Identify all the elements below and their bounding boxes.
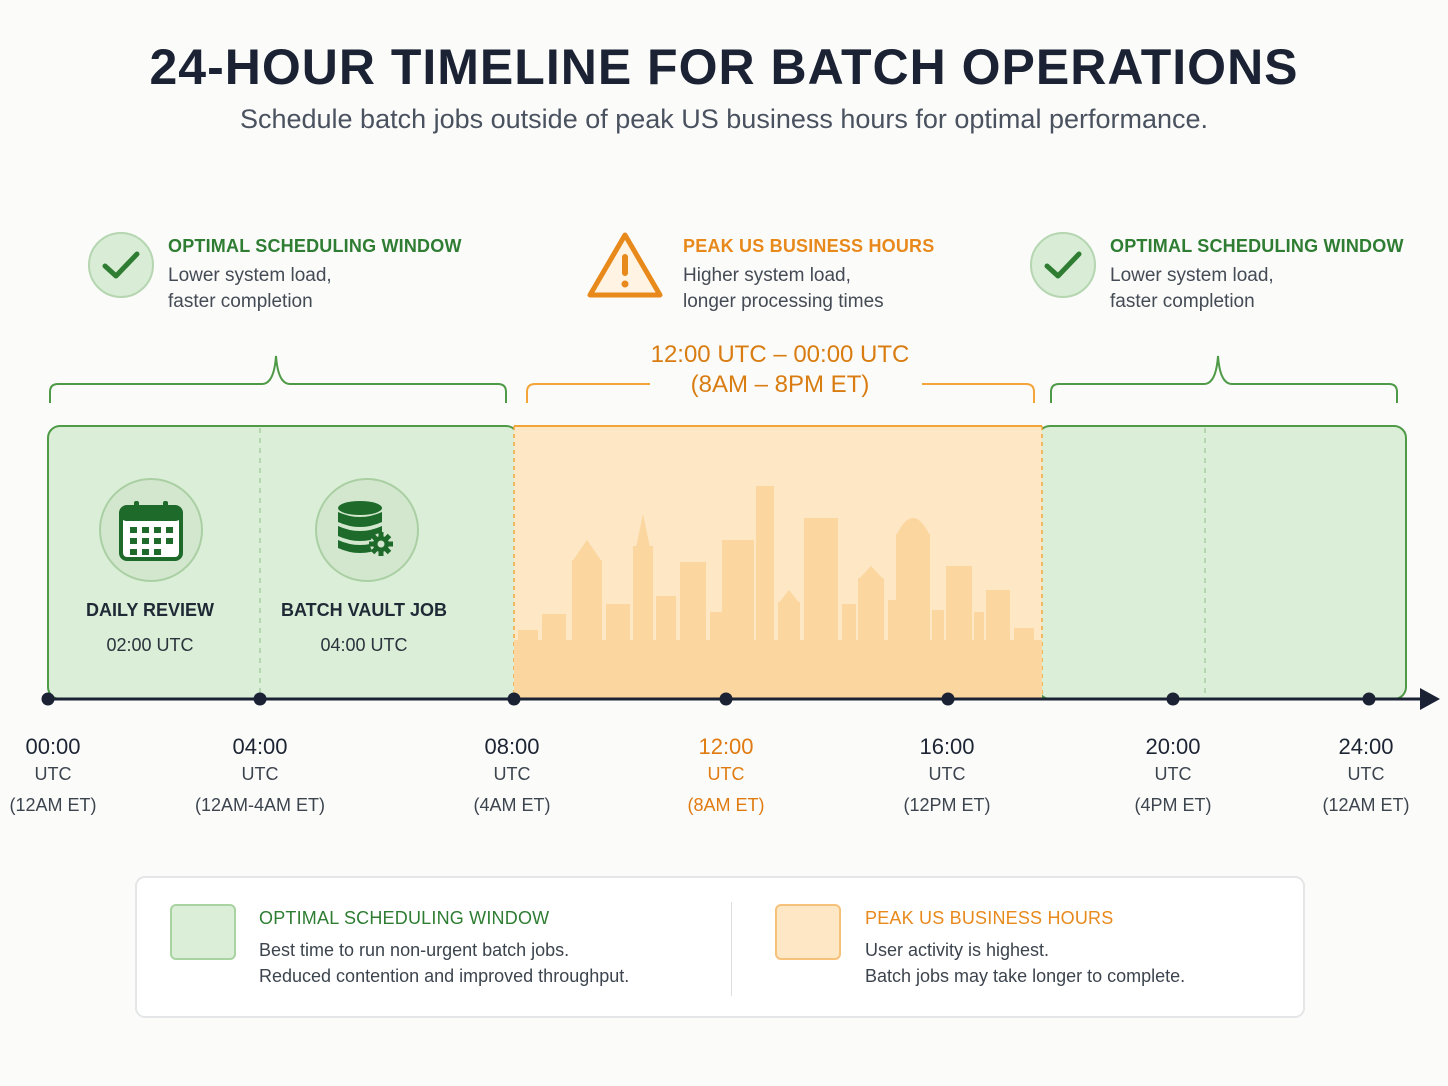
callout-line: Lower system load, <box>168 265 332 286</box>
tick-label-0000: 00:00 UTC (12AM ET) <box>9 734 97 815</box>
legend-title: OPTIMAL SCHEDULING WINDOW <box>259 908 550 928</box>
callout-title: OPTIMAL SCHEDULING WINDOW <box>1110 236 1404 256</box>
brace-peak-left <box>526 383 650 403</box>
peak-range-et: (8AM – 8PM ET) <box>690 371 870 398</box>
peak-range-label: 12:00 UTC – 00:00 UTC (8AM – 8PM ET) <box>540 340 1020 400</box>
callout-title: OPTIMAL SCHEDULING WINDOW <box>168 236 462 256</box>
callout-line: Lower system load, <box>1110 265 1274 286</box>
axis-ticks <box>41 692 1376 706</box>
job-time: 04:00 UTC <box>320 635 408 655</box>
city-skyline <box>514 486 1042 699</box>
job-name: DAILY REVIEW <box>85 600 215 620</box>
tick-label-1600: 16:00 UTC (12PM ET) <box>903 734 991 815</box>
job-batch-vault: BATCH VAULT JOB 04:00 UTC <box>264 600 464 656</box>
job-time: 02:00 UTC <box>106 635 194 655</box>
tick-label-2000: 20:00 UTC (4PM ET) <box>1134 734 1212 815</box>
tick-label-0800: 08:00 UTC (4AM ET) <box>473 734 551 815</box>
page-subtitle: Schedule batch jobs outside of peak US b… <box>239 104 1209 134</box>
callout-optimal-left: OPTIMAL SCHEDULING WINDOW Lower system l… <box>168 236 462 315</box>
callout-line: faster completion <box>168 291 313 312</box>
legend-line: User activity is highest. <box>865 940 1050 960</box>
legend-item-optimal: OPTIMAL SCHEDULING WINDOW Best time to r… <box>259 908 629 989</box>
callout-optimal-right: OPTIMAL SCHEDULING WINDOW Lower system l… <box>1110 236 1404 315</box>
axis-arrow-icon <box>1420 688 1440 710</box>
job-daily-review: DAILY REVIEW 02:00 UTC <box>50 600 250 656</box>
tick-label-1200: 12:00 UTC (8AM ET) <box>687 734 765 815</box>
legend-line: Batch jobs may take longer to complete. <box>865 966 1186 986</box>
legend-line: Best time to run non-urgent batch jobs. <box>259 940 570 960</box>
brace-optimal-left <box>49 355 507 403</box>
peak-range-utc: 12:00 UTC – 00:00 UTC <box>650 341 910 368</box>
database-gear-icon <box>315 478 419 582</box>
callout-line: faster completion <box>1110 291 1255 312</box>
legend: OPTIMAL SCHEDULING WINDOW Best time to r… <box>135 876 1305 1018</box>
page-title: 24-HOUR TIMELINE FOR BATCH OPERATIONS <box>149 39 1299 95</box>
callout-line: longer processing times <box>683 291 884 312</box>
warning-icon <box>586 230 664 300</box>
callout-title: PEAK US BUSINESS HOURS <box>683 236 935 256</box>
callout-line: Higher system load, <box>683 265 851 286</box>
optimal-band-right <box>1037 425 1407 700</box>
brace-optimal-right <box>1050 355 1398 403</box>
callout-peak: PEAK US BUSINESS HOURS Higher system loa… <box>683 236 934 315</box>
legend-item-peak: PEAK US BUSINESS HOURS User activity is … <box>865 908 1185 989</box>
legend-line: Reduced contention and improved throughp… <box>259 966 630 986</box>
legend-title: PEAK US BUSINESS HOURS <box>865 908 1114 928</box>
legend-swatch-peak <box>775 904 841 960</box>
legend-swatch-optimal <box>170 904 236 960</box>
check-icon <box>1030 232 1096 298</box>
brace-peak-right <box>922 383 1035 403</box>
job-name: BATCH VAULT JOB <box>281 600 447 620</box>
tick-label-2400: 24:00 UTC (12AM ET) <box>1322 734 1410 815</box>
legend-divider <box>731 902 732 996</box>
tick-label-0400: 04:00 UTC (12AM-4AM ET) <box>194 734 326 815</box>
check-icon <box>88 232 154 298</box>
calendar-icon <box>99 478 203 582</box>
